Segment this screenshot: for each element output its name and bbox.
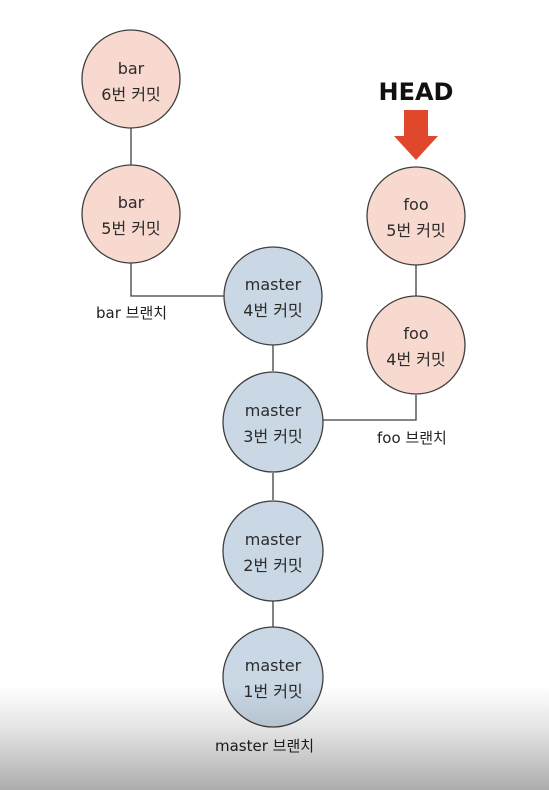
commit-number: 2번 커밋 xyxy=(243,556,302,575)
master-branch-label: master 브랜치 xyxy=(215,737,314,755)
commit-branch-name: master xyxy=(245,275,302,294)
commit-foo-4: foo 4번 커밋 xyxy=(366,295,466,395)
commit-branch-name: foo xyxy=(403,195,428,214)
commit-node-circle xyxy=(222,500,324,602)
commit-node-circle xyxy=(222,626,324,728)
commit-master-1: master 1번 커밋 xyxy=(222,626,324,728)
commit-node-circle xyxy=(223,246,323,346)
commit-number: 5번 커밋 xyxy=(101,219,160,238)
commit-bar-5: bar 5번 커밋 xyxy=(81,164,181,264)
commit-node-circle xyxy=(222,371,324,473)
commit-number: 3번 커밋 xyxy=(243,427,302,446)
commit-branch-name: master xyxy=(245,401,302,420)
commit-master-2: master 2번 커밋 xyxy=(222,500,324,602)
commit-number: 6번 커밋 xyxy=(101,85,160,104)
edge-foo4-master3 xyxy=(322,395,417,421)
commit-branch-name: master xyxy=(245,656,302,675)
foo-branch-label: foo 브랜치 xyxy=(377,429,447,447)
commit-node-circle xyxy=(366,295,466,395)
commit-master-4: master 4번 커밋 xyxy=(223,246,323,346)
head-label: HEAD xyxy=(379,78,454,106)
commit-branch-name: bar xyxy=(118,193,145,212)
commit-number: 5번 커밋 xyxy=(386,221,445,240)
bar-branch-label: bar 브랜치 xyxy=(96,304,167,322)
commit-node-circle xyxy=(81,29,181,129)
commit-branch-name: master xyxy=(245,530,302,549)
commit-branch-name: foo xyxy=(403,324,428,343)
connectors xyxy=(130,128,417,627)
edge-bar5-master4 xyxy=(130,263,224,297)
commit-foo-5: foo 5번 커밋 xyxy=(366,166,466,266)
commit-branch-name: bar xyxy=(118,59,145,78)
commit-number: 4번 커밋 xyxy=(243,301,302,320)
commit-master-3: master 3번 커밋 xyxy=(222,371,324,473)
head-arrow-icon xyxy=(394,110,438,160)
commit-node-circle xyxy=(366,166,466,266)
commit-node-circle xyxy=(81,164,181,264)
head-pointer: HEAD xyxy=(379,78,454,160)
commit-number: 1번 커밋 xyxy=(243,682,302,701)
commit-number: 4번 커밋 xyxy=(386,350,445,369)
commit-bar-6: bar 6번 커밋 xyxy=(81,29,181,129)
